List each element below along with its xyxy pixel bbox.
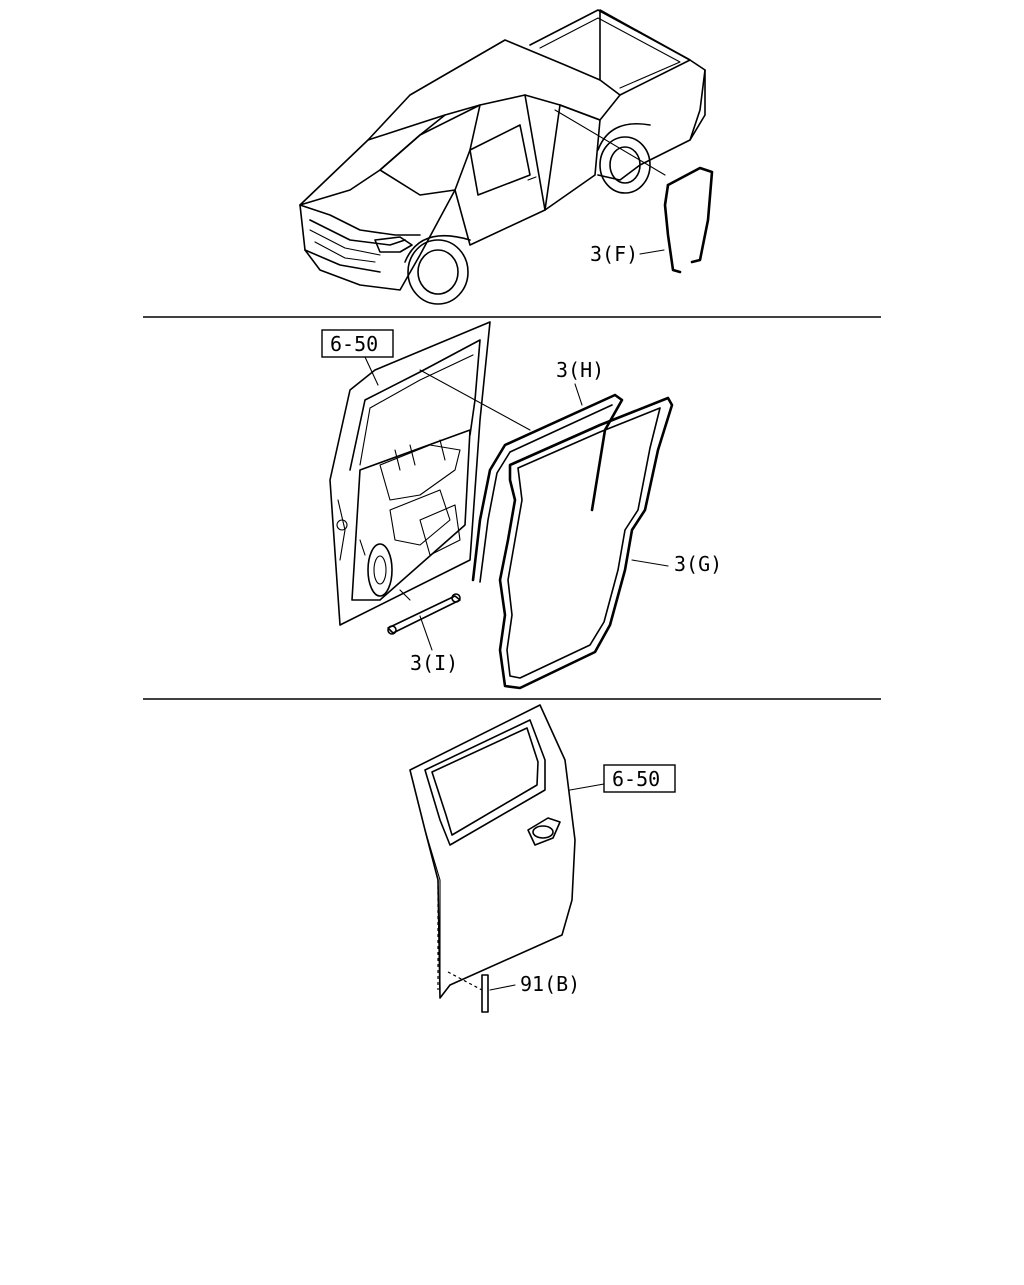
seal-3f [663,166,714,274]
seal-3g [498,396,674,690]
label-3f: 3(F) [590,242,638,266]
label-91b: 91(B) [520,972,580,996]
ref-label-bottom: 6-50 [612,767,660,791]
label-3g: 3(G) [674,552,722,576]
ref-box-bottom: 6-50 [569,764,676,793]
label-3h: 3(H) [556,358,604,382]
ref-label-top: 6-50 [330,332,378,356]
door-outer-panel [409,704,576,999]
label-3i: 3(I) [410,651,458,675]
tape-91b [447,971,489,1013]
seal-3h [471,393,624,583]
door-inner-panel [329,321,491,626]
seal-3i [387,593,461,635]
truck-illustration [299,9,706,305]
ref-box-top: 6-50 [321,329,394,386]
